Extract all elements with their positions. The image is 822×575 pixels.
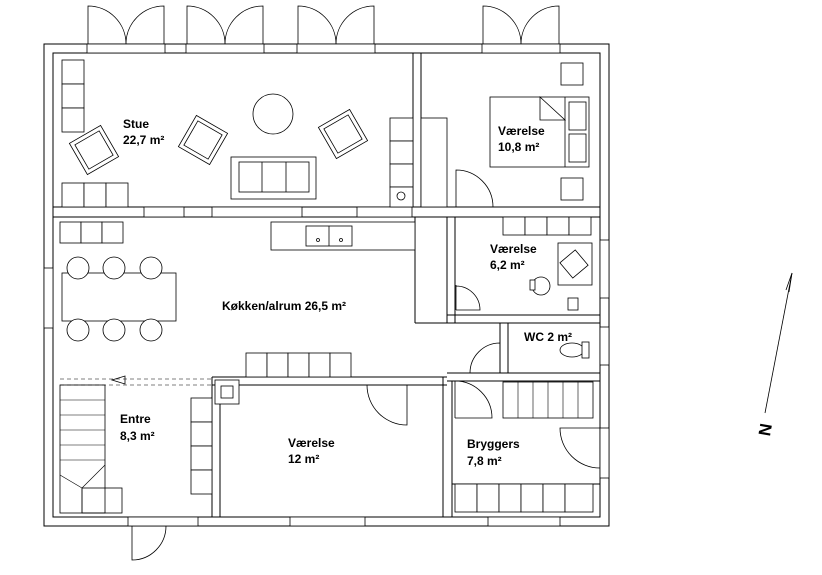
top-glazed-doors (86, 5, 561, 54)
stairs (59, 375, 240, 514)
room-name-vaerelse-2: Værelse (490, 242, 537, 256)
room-name-vaerelse-3: Værelse (288, 436, 335, 450)
windows (43, 206, 610, 527)
room-name-wc: WC 2 m² (524, 330, 572, 344)
room-name-stue: Stue (123, 117, 149, 131)
north-arrow: N (755, 272, 793, 437)
room-area-vaerelse-1: 10,8 m² (498, 140, 539, 154)
room-name-bryggers: Bryggers (467, 437, 520, 451)
interior-doors (131, 169, 601, 561)
room-name-kokken: Køkken/alrum 26,5 m² (222, 299, 346, 313)
kitchen-furniture (59, 221, 416, 378)
room-name-vaerelse-1: Værelse (498, 124, 545, 138)
room-area-stue: 22,7 m² (123, 133, 164, 147)
room-area-entre: 8,3 m² (120, 429, 155, 443)
room-name-entre: Entre (120, 412, 151, 426)
room-area-vaerelse-2: 6,2 m² (490, 258, 525, 272)
room-labels: Stue 22,7 m² Værelse 10,8 m² Værelse 6,2… (120, 117, 572, 468)
room-area-vaerelse-3: 12 m² (288, 452, 319, 466)
utility-room-furniture (454, 381, 594, 513)
bedroom-1-furniture (489, 62, 590, 201)
living-room-furniture (61, 59, 448, 208)
wc-furniture (559, 341, 590, 359)
bedroom-2-furniture (502, 216, 593, 311)
north-label: N (755, 422, 776, 437)
room-area-bryggers: 7,8 m² (467, 454, 502, 468)
